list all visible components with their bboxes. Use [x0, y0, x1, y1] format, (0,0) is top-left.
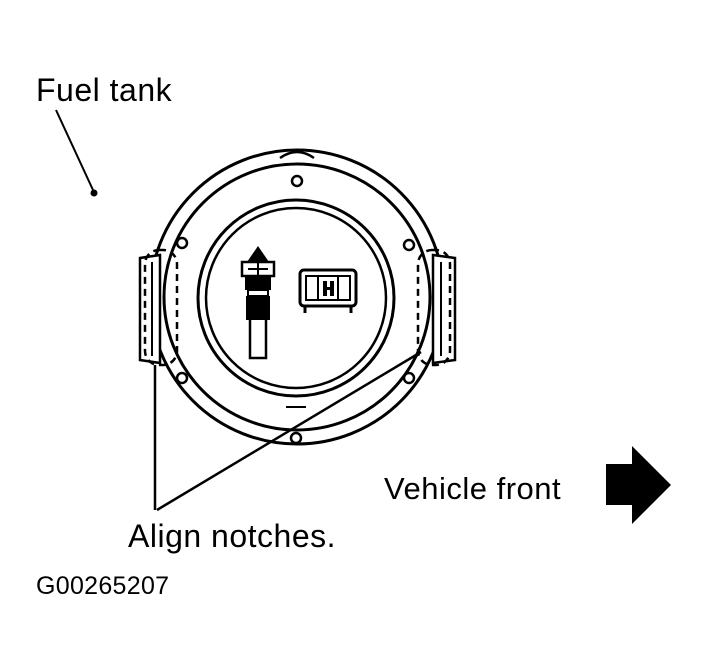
figure-code: G00265207: [36, 572, 170, 600]
bolt-hole-bottom: [289, 431, 303, 445]
bolt-hole-lower-right: [402, 371, 416, 385]
bolt-hole-upper-left: [175, 236, 189, 250]
fuel-pipe-fitting: [240, 246, 276, 360]
align-notches-leaders: [153, 350, 422, 512]
fuel-tank-leader: [55, 109, 98, 197]
right-align-notch: [416, 248, 457, 367]
align-notches-label: Align notches.: [128, 518, 337, 554]
bolt-hole-top: [279, 150, 315, 188]
bolt-hole-upper-right: [402, 238, 416, 252]
flange-bolt-holes: [175, 150, 416, 445]
bolt-hole-lower-left: [175, 371, 189, 385]
vehicle-front-label: Vehicle front: [384, 471, 562, 506]
left-align-notch: [138, 248, 179, 367]
fuel-tank-label: Fuel tank: [36, 72, 173, 108]
right-arrow-icon: [606, 446, 671, 524]
electrical-connector: [298, 268, 358, 313]
fuel-pump-unit: [196, 198, 396, 408]
